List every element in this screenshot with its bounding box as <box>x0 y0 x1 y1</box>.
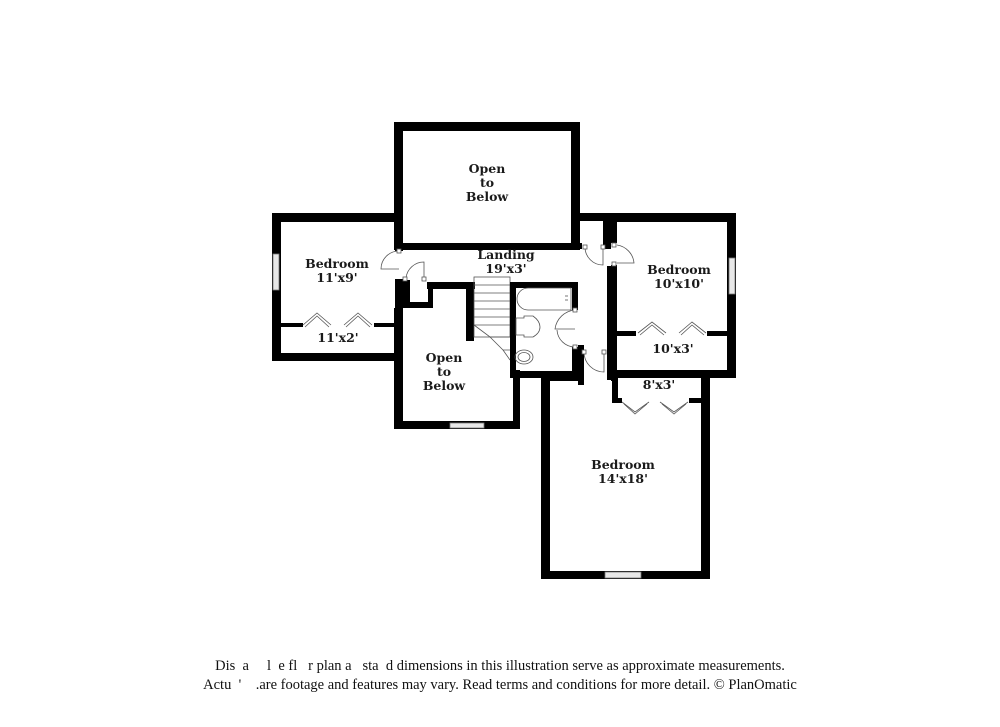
door-bedroom-left <box>380 248 402 270</box>
room-label-open-to-below-top: Open to Below <box>466 162 508 204</box>
room-label-landing: Landing 19'x3' <box>477 248 534 276</box>
room-label-bedroom-bottom: Bedroom 14'x18' <box>591 458 655 486</box>
window-bottom <box>604 571 642 579</box>
right-hall-walls <box>571 213 614 385</box>
label-line: Open <box>425 350 463 365</box>
room-name: Bedroom <box>591 457 655 472</box>
room-dimensions: 14'x18' <box>598 471 648 486</box>
disclaimer-line-1: Dis a l e fl r plan a sta d dimensions i… <box>215 658 785 674</box>
room-label-closet-bottom: 8'x3' <box>643 378 676 392</box>
bifold-door-left-closet <box>302 312 373 328</box>
label-line: Below <box>422 378 466 393</box>
room-label-closet-right: 10'x3' <box>652 342 693 356</box>
door-landing-closet <box>582 244 606 266</box>
stairs <box>473 276 511 361</box>
door-bathroom <box>554 307 578 350</box>
window-middle <box>449 422 485 429</box>
room-name: Landing <box>477 247 535 262</box>
room-name: Bedroom <box>305 256 369 271</box>
door-bottom-hall <box>581 349 607 373</box>
room-dimensions: 10'x10' <box>654 276 704 291</box>
label-line: to <box>436 364 452 379</box>
window-right <box>728 257 736 295</box>
room-label-open-to-below-middle: Open to Below <box>423 351 465 393</box>
label-line: Open <box>468 161 506 176</box>
room-label-bedroom-left: Bedroom 11'x9' <box>305 257 369 285</box>
toilet <box>515 315 541 338</box>
room-dimensions: 10'x3' <box>652 341 694 356</box>
room-dimensions: 19'x3' <box>485 261 527 276</box>
room-dimensions: 11'x2' <box>317 330 359 345</box>
room-name: Bedroom <box>647 262 711 277</box>
room-dimensions: 8'x3' <box>642 377 676 392</box>
bifold-door-right-closet <box>637 321 707 336</box>
sink <box>514 349 534 365</box>
door-bedroom-right <box>611 242 635 267</box>
window-left <box>272 253 280 291</box>
bedroom-right-walls <box>603 213 736 381</box>
disclaimer: Dis a l e fl r plan a sta d dimensions i… <box>0 657 1000 695</box>
door-hall-closet <box>402 261 427 282</box>
label-line: Below <box>465 189 509 204</box>
room-label-closet-left: 11'x2' <box>317 331 358 345</box>
room-label-bedroom-right: Bedroom 10'x10' <box>647 263 711 291</box>
landing-walls <box>403 280 475 308</box>
bathtub <box>516 287 572 311</box>
room-dimensions: 11'x9' <box>316 270 358 285</box>
open-to-below-top-walls <box>394 122 580 250</box>
label-line: to <box>479 175 495 190</box>
disclaimer-line-2: Actu ' .are footage and features may var… <box>203 677 797 693</box>
bifold-door-bottom-closet <box>621 401 689 415</box>
